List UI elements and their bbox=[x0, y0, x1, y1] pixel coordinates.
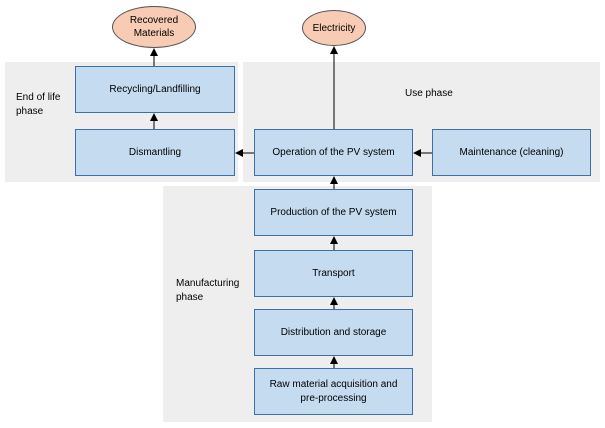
raw-material-box: Raw material acquisition and pre-process… bbox=[254, 368, 413, 415]
electricity-output: Electricity bbox=[302, 10, 366, 46]
operation-box: Operation of the PV system bbox=[254, 129, 413, 176]
use-phase-label: Use phase bbox=[405, 88, 453, 99]
distribution-box: Distribution and storage bbox=[254, 309, 413, 356]
end-of-life-phase-label: End of life phase bbox=[16, 92, 61, 117]
manufacturing-phase-label: Manufacturing phase bbox=[176, 278, 240, 303]
transport-box: Transport bbox=[254, 250, 413, 297]
recycling-landfilling-box: Recycling/Landfilling bbox=[75, 66, 235, 113]
production-box: Production of the PV system bbox=[254, 189, 413, 236]
dismantling-box: Dismantling bbox=[75, 129, 235, 176]
maintenance-box: Maintenance (cleaning) bbox=[432, 129, 591, 176]
recovered-materials-output: Recovered Materials bbox=[112, 6, 196, 48]
